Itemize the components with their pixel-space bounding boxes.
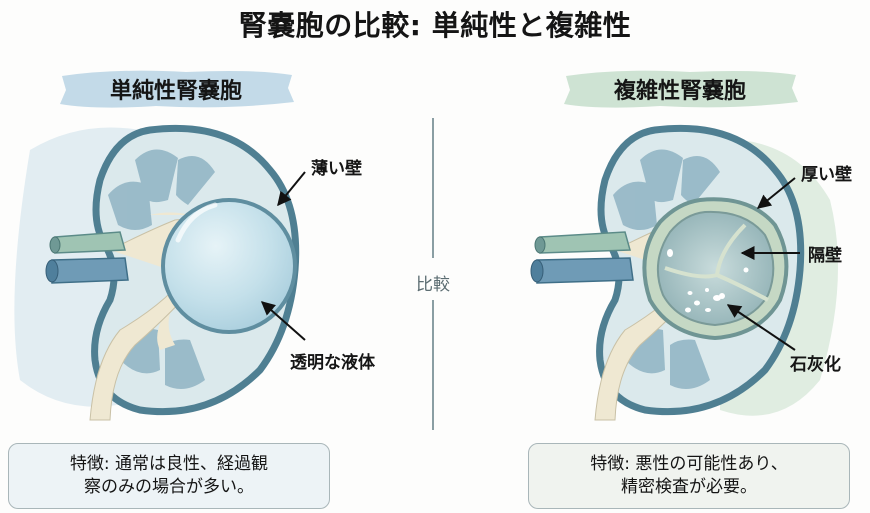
callout-septum: 隔壁	[808, 246, 842, 266]
complex-cyst-header: 複雑性腎嚢胞	[560, 66, 800, 112]
simple-cyst	[161, 198, 297, 334]
complex-cyst-note: 特徴: 悪性の可能性あり、 精密検査が必要。	[528, 443, 850, 509]
simple-kidney	[14, 124, 306, 421]
compare-label: 比較	[416, 275, 450, 295]
renal-artery	[539, 231, 631, 254]
arrow-thin-wall	[277, 171, 306, 207]
complex-cyst-note-line1: 特徴: 悪性の可能性あり、	[590, 454, 788, 474]
renal-vein	[51, 257, 129, 284]
septa	[664, 223, 769, 302]
divider-line-bottom	[432, 300, 434, 430]
complex-cyst-header-label: 複雑性腎嚢胞	[613, 79, 746, 104]
callout-thick-wall: 厚い壁	[801, 165, 852, 185]
simple-cyst-header: 単純性腎嚢胞	[56, 66, 296, 112]
calcifications	[667, 249, 749, 313]
divider-line-top	[432, 118, 434, 258]
renal-pyramids	[108, 149, 215, 389]
simple-cyst-header-label: 単純性腎嚢胞	[109, 79, 242, 104]
simple-cyst-note-line1: 特徴: 通常は良性、経過観	[69, 454, 269, 474]
callout-clear-fluid: 透明な液体	[290, 353, 375, 373]
arrow-calcification	[726, 304, 796, 351]
brush-stroke-blue	[60, 70, 294, 108]
callout-calcification: 石灰化	[790, 355, 841, 375]
arrow-thick-wall	[756, 177, 796, 209]
diagram-title: 腎嚢胞の比較: 単純性と複雑性	[238, 9, 632, 42]
arrow-clear-fluid	[260, 301, 306, 341]
complex-cyst-note-line2: 精密検査が必要。	[621, 477, 757, 497]
simple-cyst-note: 特徴: 通常は良性、経過観 察のみの場合が多い。	[8, 443, 330, 509]
callout-thin-wall: 薄い壁	[311, 159, 362, 179]
renal-vein	[536, 257, 634, 284]
brush-stroke-green	[564, 70, 798, 108]
complex-kidney	[530, 124, 838, 421]
simple-cyst-note-line2: 察のみの場合が多い。	[84, 477, 254, 497]
